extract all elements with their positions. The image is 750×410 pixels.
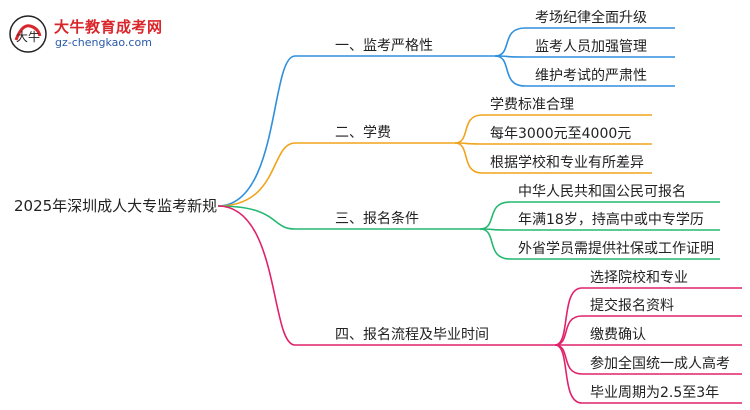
logo-mark-icon: 大牛 [9, 15, 47, 53]
branch-label-1: 一、监考严格性 [335, 38, 433, 54]
leaf-connector-1-1 [494, 27, 675, 57]
leaf-connector-2-2 [454, 142, 652, 145]
branch-label-2: 二、学费 [335, 125, 391, 141]
branch-connector-1 [217, 55, 455, 207]
logo-mark-text: 大牛 [16, 29, 40, 44]
leaf-2-3: 根据学校和专业有所差异 [490, 155, 644, 171]
site-logo: 大牛 大牛教育成考网 gz-chengkao.com [8, 14, 178, 54]
branch-connector-2 [217, 142, 425, 207]
leaf-4-4: 参加全国统一成人高考 [590, 356, 730, 372]
leaf-3-1: 中华人民共和国公民可报名 [518, 184, 686, 200]
branch-connector-4 [217, 205, 510, 346]
leaf-4-2: 提交报名资料 [590, 298, 674, 314]
leaf-2-1: 学费标准合理 [490, 97, 574, 113]
leaf-connector-1-3 [494, 55, 675, 87]
leaf-4-5: 毕业周期为2.5至3年 [590, 385, 720, 401]
root-topic: 2025年深圳成人大专监考新规 [14, 197, 218, 215]
logo-title: 大牛教育成考网 [54, 18, 163, 36]
leaf-connector-2-3 [454, 142, 652, 174]
leaf-3-3: 外省学员需提供社保或工作证明 [518, 241, 714, 257]
leaf-2-2: 每年3000元至4000元 [490, 126, 632, 142]
leaf-connector-2-1 [454, 114, 652, 144]
branch-label-3: 三、报名条件 [335, 211, 419, 227]
leaf-connector-3-1 [479, 201, 720, 230]
leaf-connector-3-3 [479, 228, 720, 260]
leaf-1-1: 考场纪律全面升级 [535, 10, 647, 26]
leaf-3-2: 年满18岁，持高中或中专学历 [518, 212, 704, 228]
leaf-connector-4-2 [554, 315, 742, 346]
branch-label-4: 四、报名流程及毕业时间 [335, 327, 489, 343]
leaf-1-3: 维护考试的严肃性 [535, 68, 647, 84]
leaf-connector-4-1 [554, 287, 742, 346]
leaf-4-1: 选择院校和专业 [590, 270, 688, 286]
leaf-1-2: 监考人员加强管理 [535, 39, 647, 55]
branch-connector-3 [217, 205, 455, 230]
logo-url: gz-chengkao.com [55, 36, 152, 49]
leaf-connector-1-2 [494, 55, 675, 58]
leaf-connector-4-5 [554, 344, 742, 404]
leaf-connector-3-2 [479, 228, 720, 231]
leaf-4-3: 缴费确认 [590, 327, 646, 343]
